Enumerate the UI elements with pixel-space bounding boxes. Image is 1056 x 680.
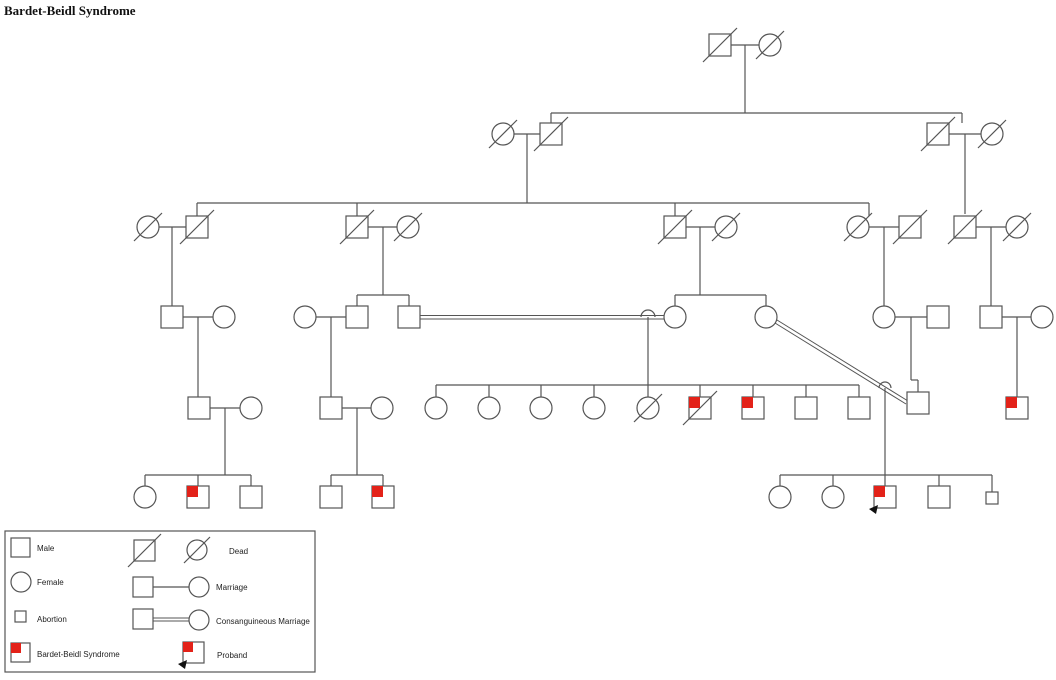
legend-abortion-label: Abortion (37, 615, 67, 624)
male-symbol (10, 537, 31, 558)
consanguineous-line (774, 322, 907, 405)
female-individual (477, 396, 501, 420)
male-individual (319, 485, 343, 509)
deceased-mark (755, 30, 785, 60)
male-individual (847, 396, 871, 420)
male-individual (345, 305, 369, 329)
female-individual (293, 305, 317, 329)
legend-marriage-label: Marriage (216, 583, 248, 592)
gen1-couple (702, 27, 785, 113)
male-individual (397, 305, 421, 329)
male-individual (160, 305, 184, 329)
female-individual (424, 396, 448, 420)
abortion-symbol (14, 610, 27, 623)
consanguineous-female-symbol (188, 609, 210, 631)
legend-consanguineous-label: Consanguineous Marriage (216, 617, 310, 626)
deceased-mark (633, 393, 663, 423)
legend-male-label: Male (37, 544, 55, 553)
female-individual (370, 396, 394, 420)
legend: Male Female Abortion Bardet-Beidl Syndro… (4, 530, 316, 673)
female-individual (529, 396, 553, 420)
female-individual (821, 485, 845, 509)
male-individual (187, 396, 211, 420)
legend-female-label: Female (37, 578, 64, 587)
deceased-mark (682, 390, 718, 426)
male-individual (906, 391, 930, 415)
male-individual (319, 396, 343, 420)
gen3-couple-4 (843, 209, 928, 306)
female-individual (582, 396, 606, 420)
gen3-couple-1 (133, 209, 215, 306)
female-individual (768, 485, 792, 509)
pedigree-title: Bardet-Beidl Syndrome (4, 3, 136, 18)
legend-dead-label: Dead (229, 547, 248, 556)
male-individual (239, 485, 263, 509)
gen3-couple-5 (947, 209, 1032, 306)
female-individual (663, 305, 687, 329)
gen3-couple-2 (339, 209, 423, 295)
male-individual (927, 485, 951, 509)
male-individual (979, 305, 1003, 329)
deceased-mark (702, 27, 738, 63)
female-individual (1030, 305, 1054, 329)
gen2-couple-right (920, 116, 1007, 214)
gen2-couple-left (488, 116, 569, 203)
female-individual (212, 305, 236, 329)
marriage-female-symbol (188, 576, 210, 598)
proband-individual (869, 475, 897, 514)
female-individual (754, 305, 778, 329)
female-individual (872, 305, 896, 329)
proband-legend-arrow-icon (178, 660, 187, 669)
marriage-male-symbol (132, 576, 154, 598)
female-individual (239, 396, 263, 420)
abortion-individual (985, 491, 999, 505)
female-individual (133, 485, 157, 509)
male-individual (794, 396, 818, 420)
proband-arrow-icon (869, 505, 878, 514)
legend-affected-label: Bardet-Beidl Syndrome (37, 650, 120, 659)
legend-proband-label: Proband (217, 651, 247, 660)
female-symbol (10, 571, 32, 593)
consanguineous-male-symbol (132, 608, 154, 630)
gen3-couple-3 (657, 209, 741, 295)
male-individual (926, 305, 950, 329)
